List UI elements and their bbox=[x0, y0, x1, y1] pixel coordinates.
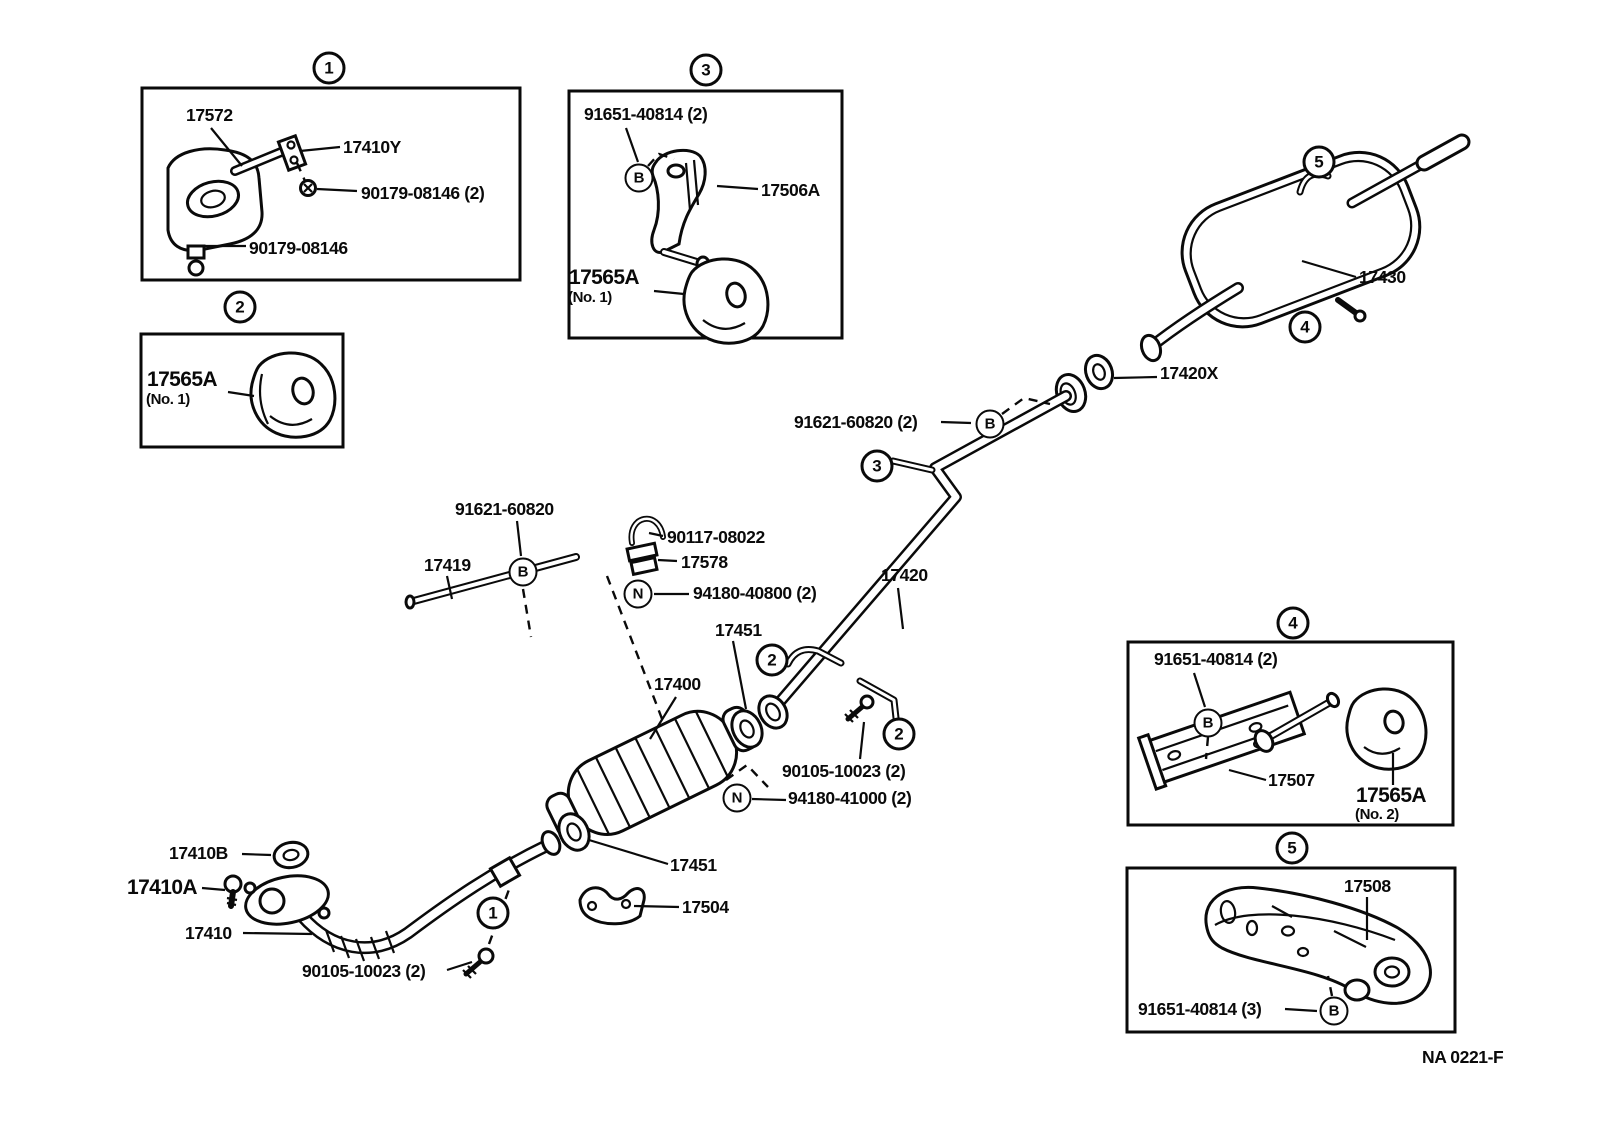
u-bolt-90117 bbox=[628, 515, 666, 546]
bolt-17410A bbox=[223, 874, 243, 909]
leader-box2 bbox=[227, 390, 255, 398]
dash-n-lower bbox=[725, 763, 769, 788]
callout-4-muffler: 4 bbox=[1288, 310, 1322, 344]
part-label-17410A: 17410A bbox=[127, 876, 198, 899]
dash-leader-box1 bbox=[295, 162, 307, 182]
callout-1-frontpipe: 1 bbox=[476, 896, 510, 930]
part-label-90179-08146: 90179-08146 bbox=[249, 238, 348, 258]
part-label-17451-lower: 17451 bbox=[670, 855, 717, 875]
bracket-17506A bbox=[650, 148, 711, 273]
leaders-box5 bbox=[1284, 897, 1369, 1013]
part-label-91651-40814-3: 91651-40814 (3) bbox=[1138, 999, 1262, 1019]
detail-box-2 bbox=[139, 332, 345, 449]
dash-leader-box5 bbox=[1326, 975, 1334, 997]
callout-B-box5: B bbox=[1319, 996, 1349, 1026]
leaders-box3 bbox=[624, 127, 759, 296]
muffler-hanger-pin bbox=[1353, 309, 1367, 323]
part-label-17400: 17400 bbox=[654, 674, 701, 694]
part-label-17410B: 17410B bbox=[169, 843, 228, 863]
callout-N-mid: N bbox=[623, 579, 653, 609]
part-label-90105-10023-2-front: 90105-10023 (2) bbox=[302, 961, 426, 981]
part-label-90117-08022: 90117-08022 bbox=[667, 527, 765, 547]
leaders-box1 bbox=[205, 127, 358, 248]
callout-5-box5: 5 bbox=[1275, 831, 1309, 865]
hanger-17565A-box3 bbox=[682, 257, 770, 345]
callout-3-box3: 3 bbox=[689, 53, 723, 87]
gasket-17451-upper bbox=[730, 709, 764, 749]
part-label-90105-10023-2-mid: 90105-10023 (2) bbox=[782, 761, 906, 781]
nut-90179-08146 bbox=[299, 179, 317, 197]
hanger-17565A-no1 bbox=[249, 351, 337, 439]
rod-17410Y bbox=[230, 133, 308, 176]
part-label-17507: 17507 bbox=[1268, 770, 1315, 790]
hanger-17565A-no2 bbox=[1345, 687, 1428, 771]
part-label-17430: 17430 bbox=[1359, 267, 1406, 287]
part-label-91621-60820: 91621-60820 bbox=[455, 499, 554, 519]
muffler-17430 bbox=[1139, 133, 1471, 363]
part-label-no1-box2: (No. 1) bbox=[146, 391, 190, 408]
callout-N-lower: N bbox=[722, 783, 752, 813]
part-label-94180-41000-2: 94180-41000 (2) bbox=[788, 788, 912, 808]
mount-17572 bbox=[166, 147, 264, 277]
callout-1-box1: 1 bbox=[312, 51, 346, 85]
part-label-17410: 17410 bbox=[185, 923, 232, 943]
part-label-91651-40814-2-box4: 91651-40814 (2) bbox=[1154, 649, 1278, 669]
channel-17507 bbox=[1136, 690, 1341, 791]
part-label-17572: 17572 bbox=[186, 105, 233, 125]
detail-box-5 bbox=[1125, 866, 1457, 1034]
part-label-17420: 17420 bbox=[881, 565, 928, 585]
part-label-91621-60820-2: 91621-60820 (2) bbox=[794, 412, 918, 432]
part-label-94180-40800-2: 94180-40800 (2) bbox=[693, 583, 817, 603]
part-label-17410Y: 17410Y bbox=[343, 137, 401, 157]
bracket-17508 bbox=[1204, 885, 1432, 1005]
callout-2-pipe-a: 2 bbox=[755, 643, 789, 677]
bolt-90105-front bbox=[462, 947, 495, 979]
gasket-17451-lower bbox=[557, 812, 591, 852]
callout-2-pipe-b: 2 bbox=[882, 717, 916, 751]
dash-front-bolt bbox=[487, 883, 513, 945]
part-label-17578: 17578 bbox=[681, 552, 728, 572]
callout-B-box3: B bbox=[624, 163, 654, 193]
part-label-90179-08146-2: 90179-08146 (2) bbox=[361, 183, 485, 203]
dash-b-mid bbox=[521, 588, 533, 638]
detail-box-1 bbox=[140, 86, 522, 282]
part-label-17504: 17504 bbox=[682, 897, 729, 917]
gasket-17420X bbox=[1083, 353, 1115, 391]
part-label-17420X: 17420X bbox=[1160, 363, 1218, 383]
part-label-17565A-box2: 17565A bbox=[147, 368, 218, 391]
bolt-90105-mid bbox=[844, 694, 875, 723]
part-label-no2-box4: (No. 2) bbox=[1355, 806, 1399, 823]
dash-clamp-to-converter bbox=[605, 575, 666, 725]
clamp-17578 bbox=[625, 541, 659, 577]
part-label-17506A: 17506A bbox=[761, 180, 820, 200]
bracket-17504 bbox=[578, 886, 646, 926]
front-pipe-17410 bbox=[243, 830, 562, 962]
drawing-code: NA 0221-F bbox=[1422, 1047, 1504, 1067]
callout-4-box4: 4 bbox=[1276, 606, 1310, 640]
part-label-17565A-box3: 17565A bbox=[569, 266, 640, 289]
callout-5-muffler: 5 bbox=[1302, 145, 1336, 179]
dash-leader-box3 bbox=[647, 152, 675, 167]
detail-box-4 bbox=[1126, 640, 1455, 827]
leaders-box4 bbox=[1192, 672, 1395, 785]
callout-B-mid: B bbox=[508, 557, 538, 587]
callout-B-right: B bbox=[975, 409, 1005, 439]
callout-2-box2: 2 bbox=[223, 290, 257, 324]
dash-leader-box4 bbox=[1204, 736, 1210, 760]
part-label-17565A-box4: 17565A bbox=[1356, 784, 1427, 807]
part-label-91651-40814-2-box3: 91651-40814 (2) bbox=[584, 104, 708, 124]
gasket-17410B bbox=[272, 840, 310, 870]
part-label-17508: 17508 bbox=[1344, 876, 1391, 896]
part-label-no1-box3: (No. 1) bbox=[568, 289, 612, 306]
part-label-17419: 17419 bbox=[424, 555, 471, 575]
callout-B-box4: B bbox=[1193, 708, 1223, 738]
part-label-17451-upper: 17451 bbox=[715, 620, 762, 640]
leader-lines bbox=[201, 259, 1357, 972]
callout-3-pipe: 3 bbox=[860, 449, 894, 483]
pipe-17419 bbox=[404, 553, 580, 610]
